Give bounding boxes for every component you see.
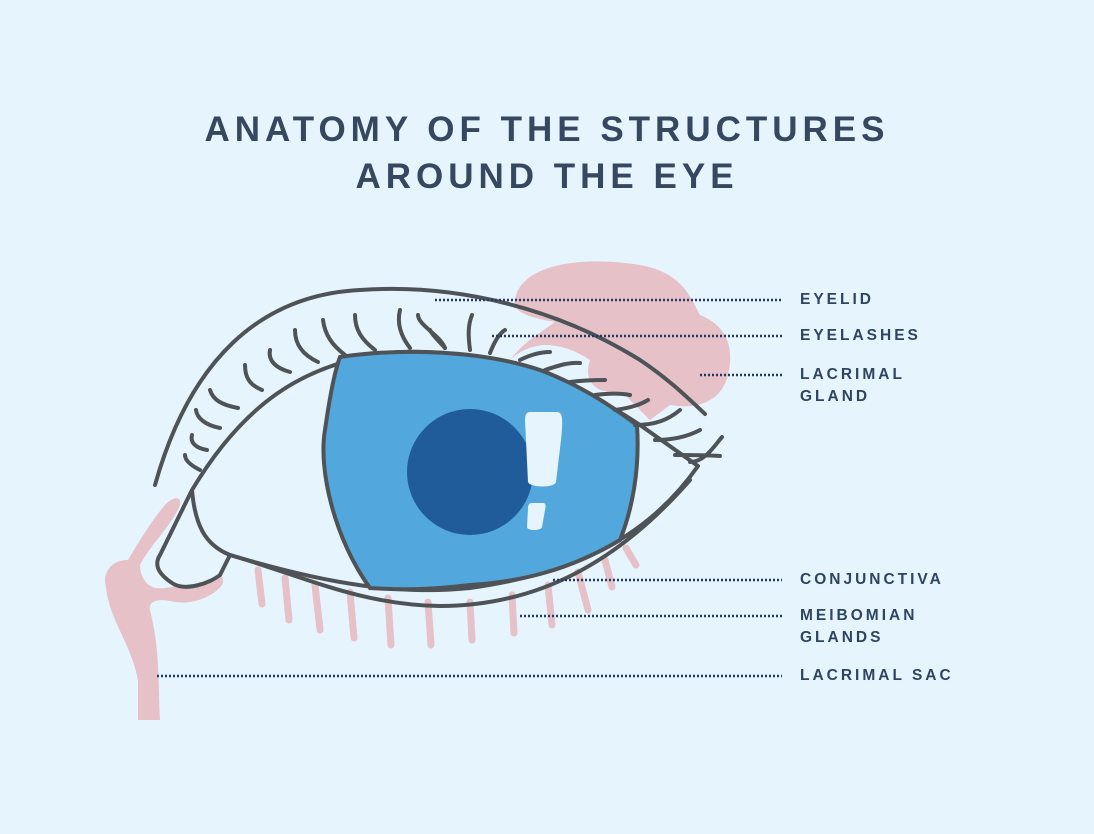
label-lacrimal-gland-line2: GLAND [800, 388, 871, 405]
title-line-2: AROUND THE EYE [355, 157, 739, 196]
label-lacrimal-sac: LACRIMAL SAC [800, 667, 954, 684]
eyelid-outline [153, 286, 707, 487]
highlight-small [527, 503, 546, 530]
diagram-title: ANATOMY OF THE STRUCTURES AROUND THE EYE [0, 106, 1094, 200]
title-line-1: ANATOMY OF THE STRUCTURES [204, 110, 890, 149]
label-eyelashes: EYELASHES [800, 327, 921, 344]
lacrimal-sac [105, 498, 224, 720]
lower-lid [228, 478, 692, 609]
inner-corner [190, 489, 231, 557]
label-lacrimal-gland: LACRIMAL GLAND [800, 364, 905, 408]
label-meibomian-line1: MEIBOMIAN [800, 607, 918, 624]
label-lacrimal-gland-line1: LACRIMAL [800, 366, 905, 383]
highlight-large [525, 412, 563, 487]
meibomian-glands [254, 544, 640, 649]
label-meibomian-line2: GLANDS [800, 629, 884, 646]
pupil [407, 409, 533, 535]
eyelashes [183, 308, 724, 472]
label-eyelid: EYELID [800, 291, 874, 308]
leader-lines [157, 298, 782, 678]
label-meibomian-glands: MEIBOMIAN GLANDS [800, 605, 917, 649]
label-conjunctiva: CONJUNCTIVA [800, 571, 944, 588]
